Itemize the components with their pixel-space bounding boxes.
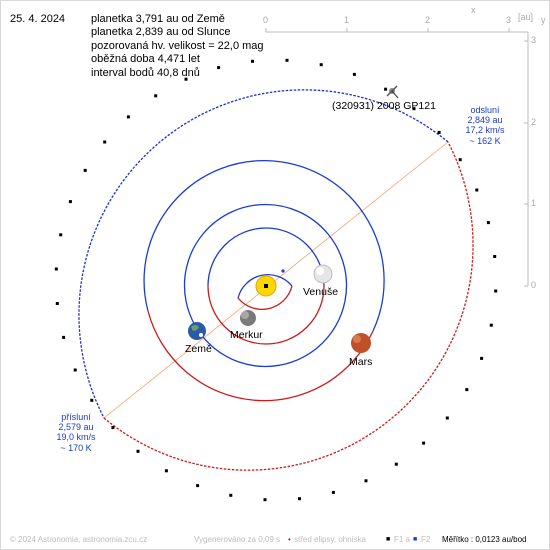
aphelion-title: odsluní	[470, 105, 500, 115]
orbit-time-mark	[331, 490, 335, 494]
earth-planet	[188, 322, 206, 340]
orbit-time-mark	[263, 498, 267, 502]
info-line: pozorovaná hv. velikost = 22,0 mag	[91, 39, 264, 52]
orbit-time-mark	[394, 462, 398, 466]
orbit-time-mark	[319, 63, 323, 67]
orbit-time-mark	[62, 335, 66, 339]
orbit-time-mark	[422, 441, 426, 445]
perihelion-title: přísluní	[61, 412, 91, 422]
orbit-time-mark	[83, 168, 87, 172]
mercury-planet	[240, 310, 256, 326]
orbit-time-mark	[164, 469, 168, 473]
orbit-time-mark	[90, 398, 94, 402]
aphelion-info: odsluní 2,849 au 17,2 km/s ~ 162 K	[457, 105, 513, 146]
orbit-time-mark	[103, 140, 107, 144]
venus-planet	[313, 264, 333, 284]
date-label: 25. 4. 2024	[10, 13, 66, 25]
orbit-time-mark	[493, 255, 497, 258]
perihelion-distance: 2,579 au	[58, 422, 94, 433]
venus-label: Venuše	[303, 286, 339, 298]
asteroid-orbit-far	[78, 89, 449, 419]
mars-label: Mars	[349, 356, 373, 368]
orbit-time-mark	[384, 87, 388, 91]
top-axis	[265, 28, 528, 33]
orbit-time-mark	[111, 426, 115, 430]
aphelion-distance: 2,849 au	[467, 115, 503, 126]
perihelion-speed: 19,0 km/s	[56, 432, 96, 443]
footer-scale: Měřítko : 0,0123 au/bod	[442, 535, 527, 544]
right-axis	[524, 32, 529, 287]
orbit-time-mark	[54, 267, 58, 271]
orbit-time-mark	[251, 59, 254, 63]
mars-planet	[351, 333, 371, 353]
footer-copyright: © 2024 Astronomia, astronomia.zcu.cz	[10, 535, 148, 544]
footer-f1-marker: ■	[386, 536, 391, 543]
top-tick-2: 2	[425, 15, 431, 25]
top-tick-1: 1	[344, 15, 350, 25]
footer-generated: Vygenerováno za 0,09 s	[194, 535, 280, 544]
aphelion-speed: 17,2 km/s	[465, 125, 505, 136]
orbit-time-mark	[494, 289, 498, 293]
orbit-time-mark	[126, 115, 130, 119]
info-line: oběžná doba 4,471 let	[91, 53, 200, 66]
top-axis-x-label: x	[471, 5, 476, 15]
orbit-time-mark	[298, 497, 301, 501]
right-axis-y-label: y	[541, 15, 546, 25]
orbit-time-mark	[154, 94, 158, 98]
orbit-time-mark	[458, 158, 462, 162]
info-line: planetka 2,839 au od Slunce	[91, 26, 231, 39]
orbit-time-marks	[54, 58, 498, 502]
orbit-time-mark	[489, 323, 493, 327]
footer-f2-marker: ■	[413, 536, 418, 543]
right-tick-1: 1	[531, 198, 537, 208]
orbit-time-mark	[73, 368, 77, 372]
orbit-time-mark	[437, 130, 441, 134]
right-tick-2: 2	[531, 117, 537, 127]
mercury-label: Merkur	[230, 329, 263, 341]
top-tick-3: 3	[506, 15, 512, 25]
orbit-time-mark	[59, 233, 63, 237]
orbit-time-mark	[364, 479, 368, 483]
orbit-time-mark	[285, 58, 289, 62]
footer-center-dot: •	[288, 535, 291, 544]
footer-center-legend-text: střed elipsy, ohniska	[294, 535, 366, 544]
orbit-time-mark	[445, 416, 449, 420]
sun	[255, 269, 285, 297]
earth-label: Země	[185, 343, 212, 355]
orbit-time-mark	[412, 107, 416, 111]
orbit-time-mark	[55, 302, 59, 305]
footer-f1-label: F1 a	[394, 535, 411, 544]
orbit-time-mark	[184, 77, 188, 81]
right-tick-0: 0	[531, 280, 537, 290]
asteroid-orbit-near	[103, 141, 474, 471]
perihelion-temperature: ~ 170 K	[60, 442, 92, 453]
orbit-time-mark	[136, 449, 140, 453]
footer-f2-label: F2	[421, 535, 431, 544]
perihelion-info: přísluní 2,579 au 19,0 km/s ~ 170 K	[47, 412, 105, 453]
aphelion-temperature: ~ 162 K	[469, 135, 501, 146]
top-axis-unit: [au]	[518, 12, 534, 22]
orbit-time-mark	[196, 484, 200, 488]
orbit-time-mark	[229, 493, 233, 497]
orbit-time-mark	[352, 72, 356, 76]
info-line: planetka 3,791 au od Země	[91, 13, 225, 25]
top-tick-0: 0	[263, 15, 269, 25]
planet-orbits	[143, 160, 385, 402]
right-tick-3: 3	[531, 35, 537, 45]
asteroid-label: (320931) 2008 GP121	[332, 100, 436, 112]
apsis-line	[103, 141, 449, 419]
orbit-time-mark	[480, 356, 484, 360]
orbit-time-mark	[68, 200, 72, 204]
asteroid-marker	[386, 85, 399, 99]
orbit-time-mark	[475, 188, 479, 192]
info-block: planetka 3,791 au od Země planetka 2,839…	[91, 13, 264, 80]
orbit-time-mark	[217, 66, 221, 70]
info-line: interval bodů 40,8 dnů	[91, 66, 200, 79]
orbit-time-mark	[486, 221, 490, 225]
orbit-time-mark	[465, 388, 469, 392]
